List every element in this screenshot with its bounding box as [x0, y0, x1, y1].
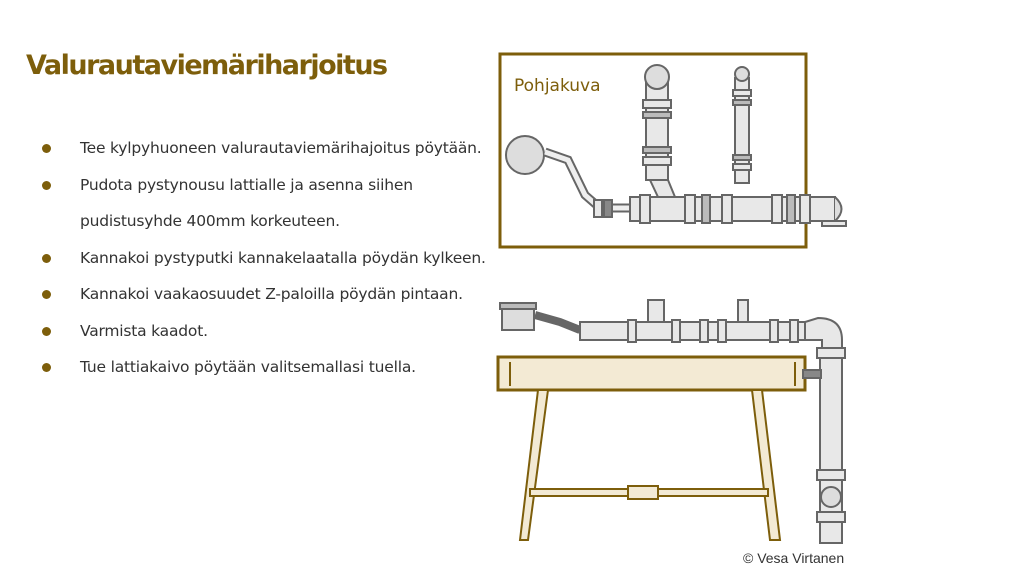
list-item-text: Pudota pystynousu lattialle ja asenna si… — [80, 175, 413, 231]
list-item: Tue lattiakaivo pöytään valitsemallasi t… — [40, 349, 490, 386]
bullet-icon — [42, 144, 51, 153]
bullet-icon — [42, 290, 51, 299]
list-item-text: Kannakoi pystyputki kannakelaatalla pöyd… — [80, 248, 486, 267]
list-item: Tee kylpyhuoneen valurautaviemärihajoitu… — [40, 130, 490, 167]
list-item: Pudota pystynousu lattialle ja asenna si… — [40, 167, 490, 240]
list-item-text: Tee kylpyhuoneen valurautaviemärihajoitu… — [80, 139, 482, 157]
list-item-text: Tue lattiakaivo pöytään valitsemallasi t… — [80, 358, 416, 376]
list-item: Varmista kaadot. — [40, 313, 490, 350]
bullet-icon — [42, 253, 51, 263]
plan-view-diagram — [498, 52, 847, 249]
list-item: Kannakoi vaakaosuudet Z-paloilla pöydän … — [40, 276, 490, 313]
list-item-text: Kannakoi vaakaosuudet Z-paloilla pöydän … — [80, 285, 463, 303]
bullet-icon — [42, 180, 51, 190]
list-item: Kannakoi pystyputki kannakelaatalla pöyd… — [40, 240, 490, 277]
list-item-text: Varmista kaadot. — [80, 321, 208, 340]
copyright-text: © Vesa Virtanen — [743, 550, 845, 566]
slide-title: Valurautaviemäriharjoitus — [26, 50, 388, 81]
elevation-view-diagram — [496, 299, 846, 544]
bullet-icon — [42, 363, 51, 372]
bullet-icon — [42, 326, 51, 336]
plan-view-label: Pohjakuva — [514, 76, 601, 96]
instruction-list: Tee kylpyhuoneen valurautaviemärihajoitu… — [40, 130, 490, 386]
